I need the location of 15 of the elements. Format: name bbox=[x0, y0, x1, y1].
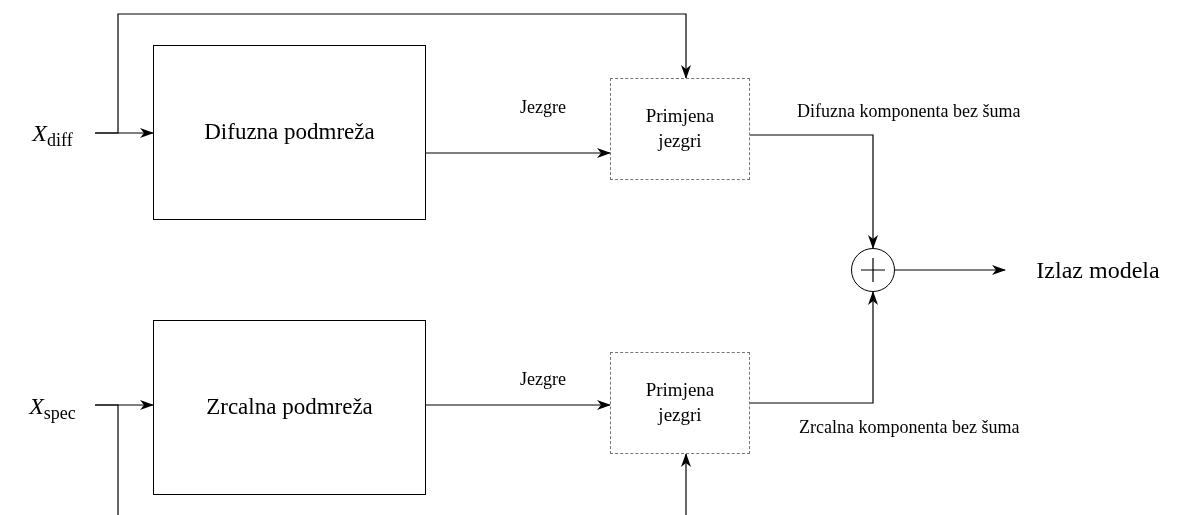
process-box: Difuzna podmreža bbox=[153, 45, 426, 220]
label-text: X$_{diff}$ bbox=[10, 112, 95, 154]
arrow bbox=[749, 134, 878, 249]
arrow bbox=[749, 291, 878, 404]
sum-junction bbox=[851, 248, 895, 292]
process-box: Primjena jezgri bbox=[610, 78, 750, 180]
label-text: Izlaz modela bbox=[1005, 252, 1191, 288]
arrow bbox=[425, 400, 611, 410]
arrow bbox=[894, 265, 1006, 275]
process-box: Zrcalna podmreža bbox=[153, 320, 426, 495]
arrow bbox=[94, 13, 691, 134]
arrow bbox=[425, 148, 611, 158]
label-text: X$_{spec}$ bbox=[10, 388, 95, 424]
process-box: Primjena jezgri bbox=[610, 352, 750, 454]
arrow bbox=[681, 453, 691, 515]
